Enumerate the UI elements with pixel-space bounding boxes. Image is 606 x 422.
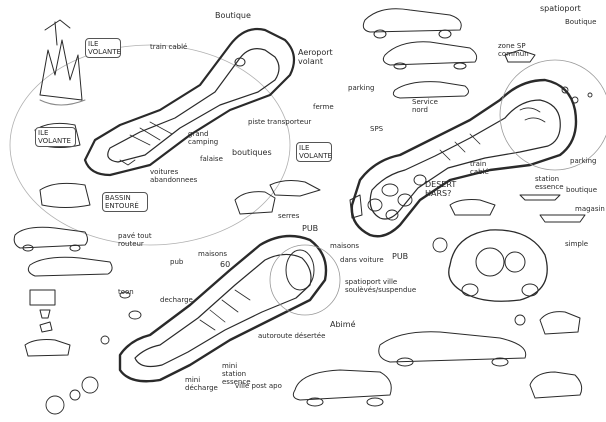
label-station-essence: station essence xyxy=(535,175,564,191)
label-ile-volante-left: ILE VOLANTE xyxy=(35,127,76,147)
label-serres: serres xyxy=(278,212,300,220)
label-maisons: maisons xyxy=(330,242,360,250)
label-number-60: 60 xyxy=(220,260,231,269)
label-mini-station-essence: mini station essence xyxy=(222,362,251,386)
label-train-cable-right: train cablé xyxy=(470,160,489,176)
label-maisons-left: maisons xyxy=(198,250,228,258)
label-sps: SPS xyxy=(370,125,384,133)
label-grand-camping: grand camping xyxy=(188,130,219,146)
track-top-left xyxy=(83,27,296,177)
label-aeroport-volant: Aeroport volant xyxy=(298,48,333,66)
label-boutiques-mid: boutiques xyxy=(232,148,272,157)
label-abime: Abimé xyxy=(330,320,356,329)
label-train-cable: train cablé xyxy=(150,43,188,51)
label-zone-sp-commun: zone SP commun xyxy=(498,42,529,58)
label-desert-hars: DESERT HARS? xyxy=(425,180,457,198)
track-bottom xyxy=(118,234,341,383)
label-pub-small: pub xyxy=(170,258,184,266)
label-service-nord: Service nord xyxy=(412,98,438,114)
label-boutique-right2: boutique xyxy=(566,186,598,194)
island-outline-left xyxy=(9,44,291,246)
crystal-sketch xyxy=(39,19,86,106)
label-bassin-entoure: BASSIN ENTOURÉ xyxy=(102,192,148,212)
label-decharge: decharge xyxy=(160,296,193,304)
label-dans-voiture: dans voiture xyxy=(340,256,384,264)
label-voitures-abandonnees: voitures abandonnees xyxy=(150,168,198,184)
label-ville-post-apo: ville post apo xyxy=(235,382,282,390)
label-boutique-top: Boutique xyxy=(215,11,251,20)
label-pub-right: PUB xyxy=(392,252,409,261)
label-magasin: magasin xyxy=(575,205,605,213)
label-autoroute-desertee: autoroute désertée xyxy=(258,332,326,340)
label-ile-volante-mid: ILE VOLANTE xyxy=(296,142,332,162)
label-pub-left: PUB xyxy=(302,224,319,233)
label-parking-top: parking xyxy=(348,84,375,92)
label-pave-tout-routeur: pavé tout routeur xyxy=(118,232,152,248)
label-toon: toon xyxy=(118,288,134,296)
vehicle-sketches xyxy=(13,8,586,407)
label-piste-transporteur: piste transporteur xyxy=(248,118,312,126)
label-falaise: falaise xyxy=(200,155,223,163)
label-ferme: ferme xyxy=(313,103,334,111)
label-spatioport: spatioport xyxy=(540,4,581,13)
label-parking-right: parking xyxy=(570,157,597,165)
label-boutique-right: Boutique xyxy=(565,18,597,26)
track-right xyxy=(350,59,606,238)
decor-circles xyxy=(45,86,593,415)
label-spatioport-ville: spatioport ville soulèvés/suspendue xyxy=(345,278,417,294)
label-simple: simple xyxy=(565,240,589,248)
label-ile-volante-top: ILE VOLANTE xyxy=(85,38,121,58)
label-mini-decharge: mini décharge xyxy=(185,376,218,392)
